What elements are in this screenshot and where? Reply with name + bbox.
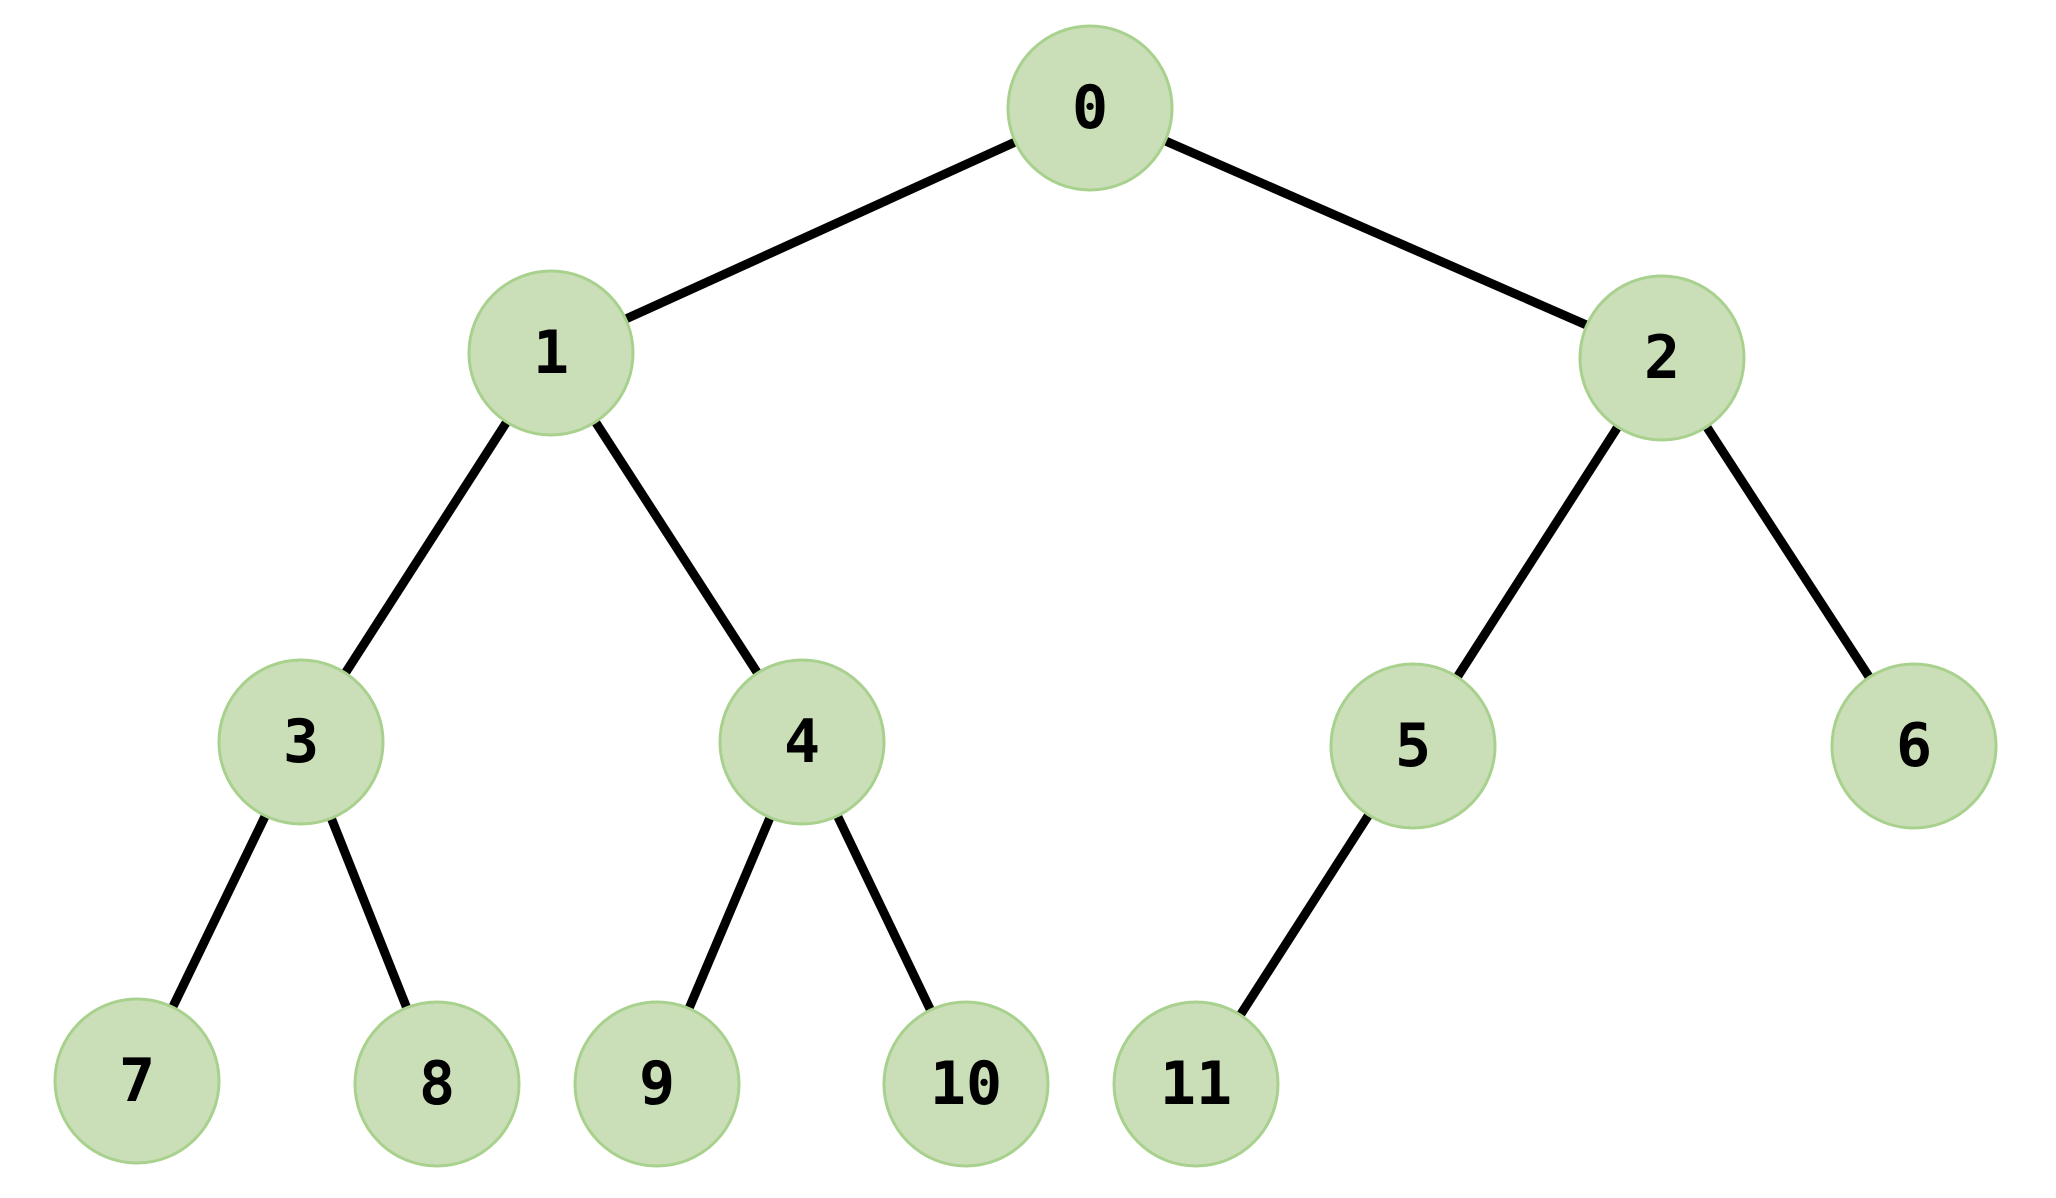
edges-layer: [167, 135, 1875, 1020]
node-label-0: 0: [1072, 73, 1108, 143]
tree-node-3: 3: [217, 658, 385, 826]
nodes-layer: 0 1 2 3 4 5 6 7 8 9 10 11: [53, 24, 1998, 1168]
edge-4-9: [683, 812, 776, 1014]
tree-node-4: 4: [718, 658, 886, 826]
edge-3-7: [167, 811, 271, 1012]
tree-node-9: 9: [573, 1000, 741, 1168]
node-label-9: 9: [639, 1049, 675, 1119]
node-circle-11: [1112, 1000, 1280, 1168]
node-label-4: 4: [784, 707, 820, 777]
node-label-11: 11: [1160, 1049, 1232, 1119]
node-circle-2: [1578, 274, 1746, 442]
edge-3-8: [326, 813, 412, 1013]
edge-2-5: [1451, 422, 1624, 682]
node-circle-0: [1006, 24, 1174, 192]
edge-0-2: [1160, 135, 1592, 331]
edge-2-6: [1701, 421, 1875, 683]
tree-node-1: 1: [467, 269, 635, 437]
node-label-3: 3: [283, 707, 319, 777]
tree-node-5: 5: [1329, 662, 1497, 830]
edge-1-4: [590, 416, 763, 679]
node-label-5: 5: [1395, 711, 1431, 781]
node-label-6: 6: [1896, 711, 1932, 781]
node-circle-1: [467, 269, 635, 437]
node-circle-10: [882, 1000, 1050, 1168]
node-circle-9: [573, 1000, 741, 1168]
node-label-8: 8: [419, 1049, 455, 1119]
node-label-1: 1: [533, 318, 569, 388]
node-label-2: 2: [1644, 323, 1680, 393]
node-circle-3: [217, 658, 385, 826]
tree-node-10: 10: [882, 1000, 1050, 1168]
tree-node-2: 2: [1578, 274, 1746, 442]
edge-5-11: [1234, 810, 1375, 1020]
node-circle-5: [1329, 662, 1497, 830]
edge-0-1: [621, 136, 1020, 325]
node-label-10: 10: [930, 1049, 1002, 1119]
edge-4-10: [832, 811, 936, 1015]
node-circle-6: [1830, 662, 1998, 830]
tree-node-11: 11: [1112, 1000, 1280, 1168]
node-circle-7: [53, 997, 221, 1165]
edge-1-3: [339, 417, 513, 678]
node-circle-4: [718, 658, 886, 826]
tree-node-8: 8: [353, 1000, 521, 1168]
node-circle-8: [353, 1000, 521, 1168]
tree-node-7: 7: [53, 997, 221, 1165]
node-label-7: 7: [119, 1046, 155, 1116]
tree-node-0: 0: [1006, 24, 1174, 192]
tree-node-6: 6: [1830, 662, 1998, 830]
